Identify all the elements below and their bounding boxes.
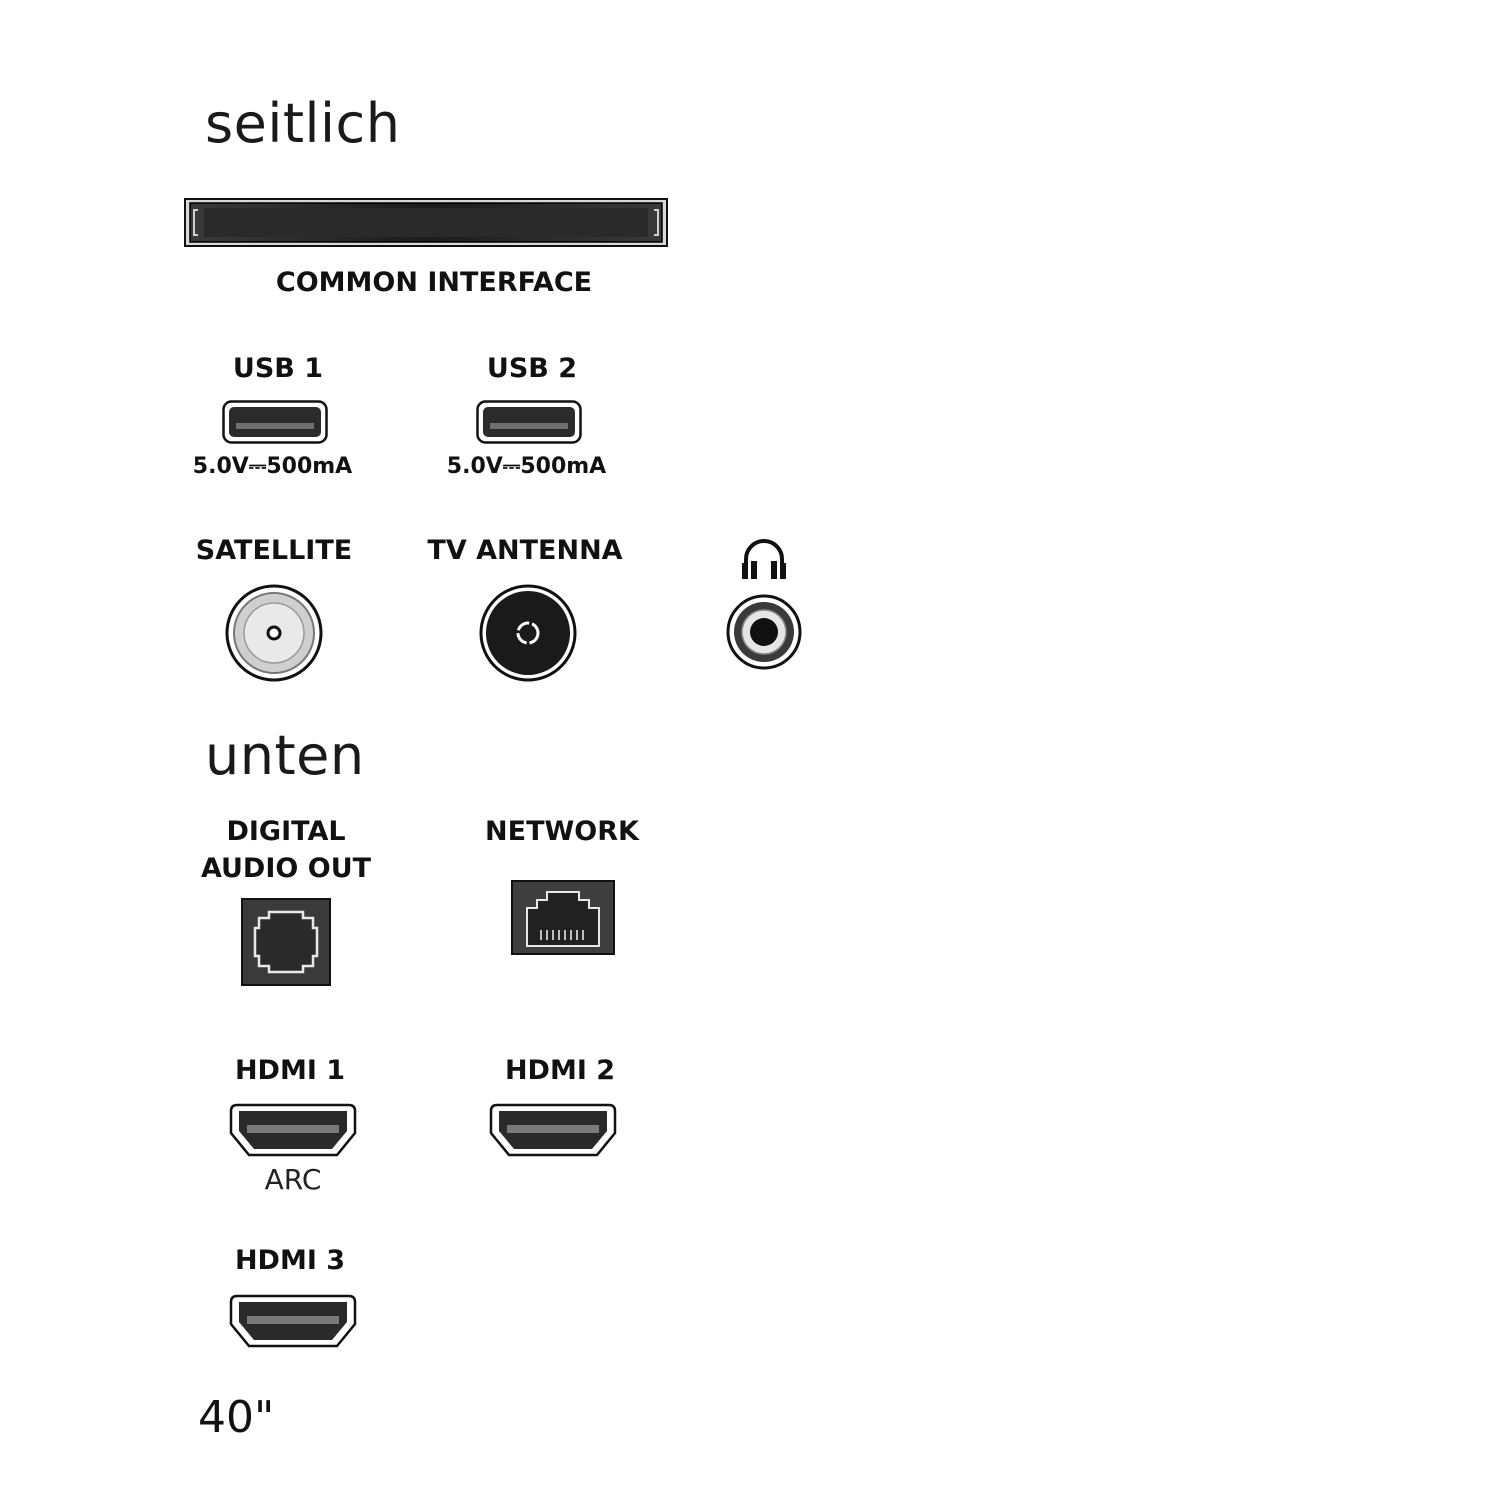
hdmi1-label: HDMI 1 [234, 1055, 346, 1086]
common-interface-slot-icon [184, 198, 668, 247]
usb1-power-spec: 5.0V⎓500mA [192, 454, 353, 479]
headphone-jack-icon [726, 594, 802, 670]
optical-port-icon [241, 898, 331, 986]
hdmi-port-icon [229, 1103, 357, 1157]
usb-port-icon [476, 400, 582, 444]
side-section-title: seitlich [205, 92, 401, 155]
hdmi2-label: HDMI 2 [504, 1055, 616, 1086]
hdmi-port-icon [489, 1103, 617, 1157]
usb-port-icon [222, 400, 328, 444]
screen-size-label: 40" [198, 1392, 275, 1443]
tv-antenna-connector-icon [479, 584, 577, 682]
hdmi1-arc-label: ARC [264, 1163, 322, 1196]
satellite-label: SATELLITE [195, 535, 353, 566]
tv-antenna-label: TV ANTENNA [427, 535, 623, 566]
digital-audio-out-label-line1: DIGITAL [226, 816, 346, 847]
headphones-icon [742, 539, 786, 579]
common-interface-label: COMMON INTERFACE [275, 267, 593, 298]
network-label: NETWORK [485, 816, 639, 847]
usb2-power-spec: 5.0V⎓500mA [446, 454, 607, 479]
digital-audio-out-label-line2: AUDIO OUT [200, 853, 372, 884]
hdmi3-label: HDMI 3 [234, 1245, 346, 1276]
usb1-label: USB 1 [232, 353, 324, 384]
satellite-connector-icon [225, 584, 323, 682]
ethernet-port-icon [511, 880, 615, 955]
hdmi-port-icon [229, 1294, 357, 1348]
usb2-label: USB 2 [486, 353, 578, 384]
bottom-section-title: unten [205, 724, 365, 787]
